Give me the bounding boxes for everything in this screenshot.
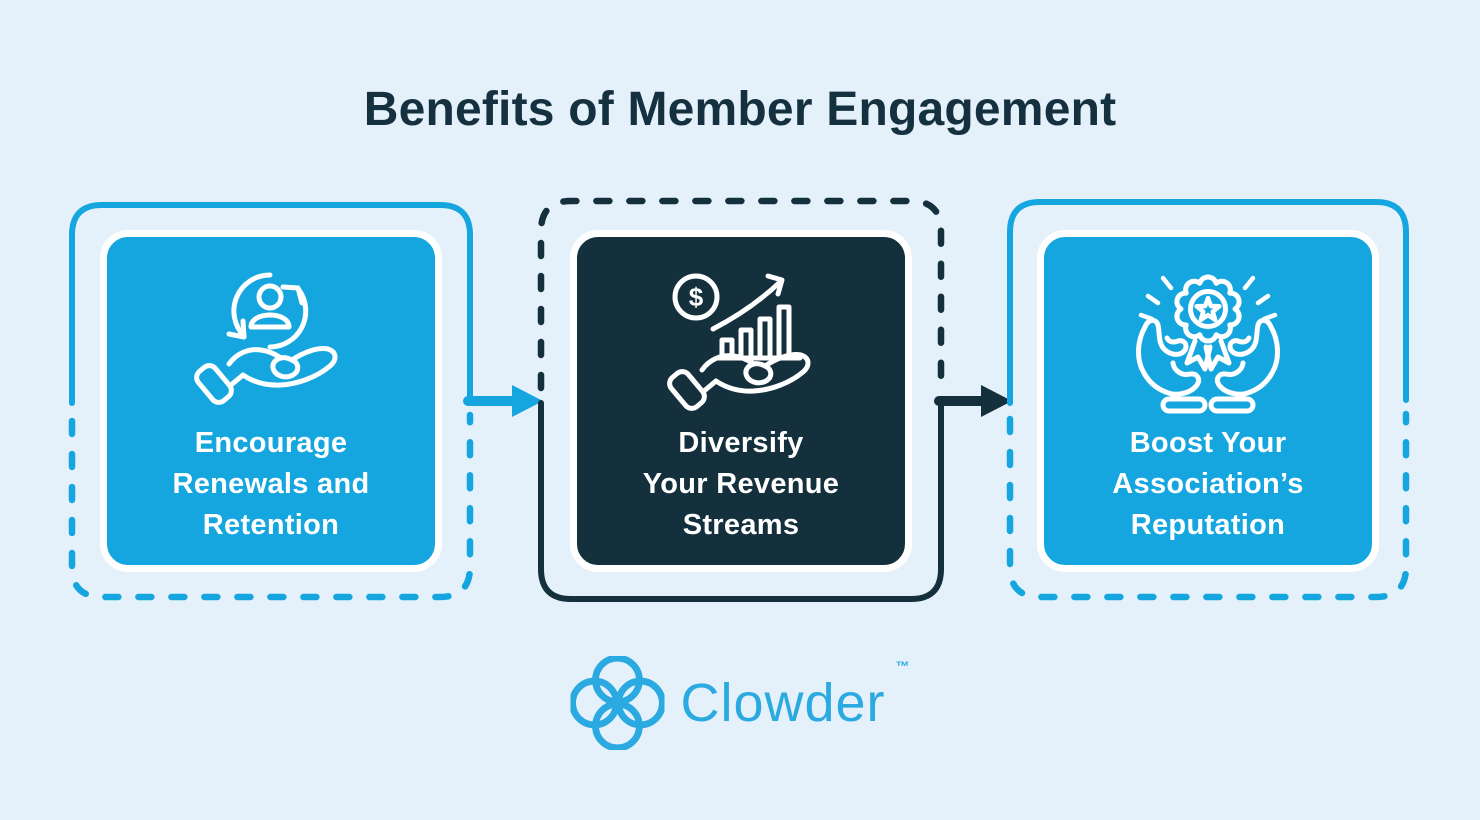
revenue-growth-icon: $: [667, 273, 811, 411]
card1-outer-dashed-border: [68, 411, 474, 601]
card2-outer-solid-border: [538, 399, 944, 602]
arrow-1-right: [463, 385, 543, 417]
card-label: Diversify Your Revenue Streams: [643, 423, 839, 546]
card1-outer-solid-border: [69, 202, 473, 406]
card-label-line: Your Revenue: [642, 468, 840, 500]
card-label-line: Reputation: [1130, 509, 1286, 541]
card2-outer-dashed-border: [537, 197, 945, 392]
brand-name: Clowder: [680, 673, 886, 733]
card-label: Encourage Renewals and Retention: [173, 423, 370, 546]
award-reputation-icon: [1136, 274, 1280, 414]
arrow-1-head: [512, 385, 543, 417]
card-diversify-revenue: $ Diversify Your Revenue Streams: [570, 230, 912, 572]
trademark-symbol: ™: [895, 658, 910, 674]
card-label-line: Retention: [202, 509, 340, 541]
member-renewal-icon: [194, 272, 338, 405]
clowder-clover-icon: [570, 656, 665, 750]
card-label: Boost Your Association’s Reputation: [1112, 423, 1303, 546]
arrow-2-head: [981, 385, 1012, 417]
card-label-line: Diversify: [678, 427, 804, 459]
card-label-line: Renewals and: [172, 468, 370, 500]
card3-outer-dashed-border: [1006, 410, 1410, 601]
page-title: Benefits of Member Engagement: [363, 83, 1117, 136]
card-label-line: Encourage: [194, 427, 348, 459]
dollar-sign: $: [689, 282, 704, 312]
card-label-line: Association’s: [1112, 468, 1304, 500]
card-encourage-renewals: Encourage Renewals and Retention: [100, 230, 442, 572]
brand-footer: Clowder ™: [570, 656, 910, 750]
card-label-line: Boost Your: [1129, 427, 1287, 459]
card3-outer-solid-border: [1007, 199, 1409, 406]
card-boost-reputation: Boost Your Association’s Reputation: [1037, 230, 1379, 572]
arrow-2-right: [934, 385, 1012, 417]
card-label-line: Streams: [682, 509, 800, 541]
